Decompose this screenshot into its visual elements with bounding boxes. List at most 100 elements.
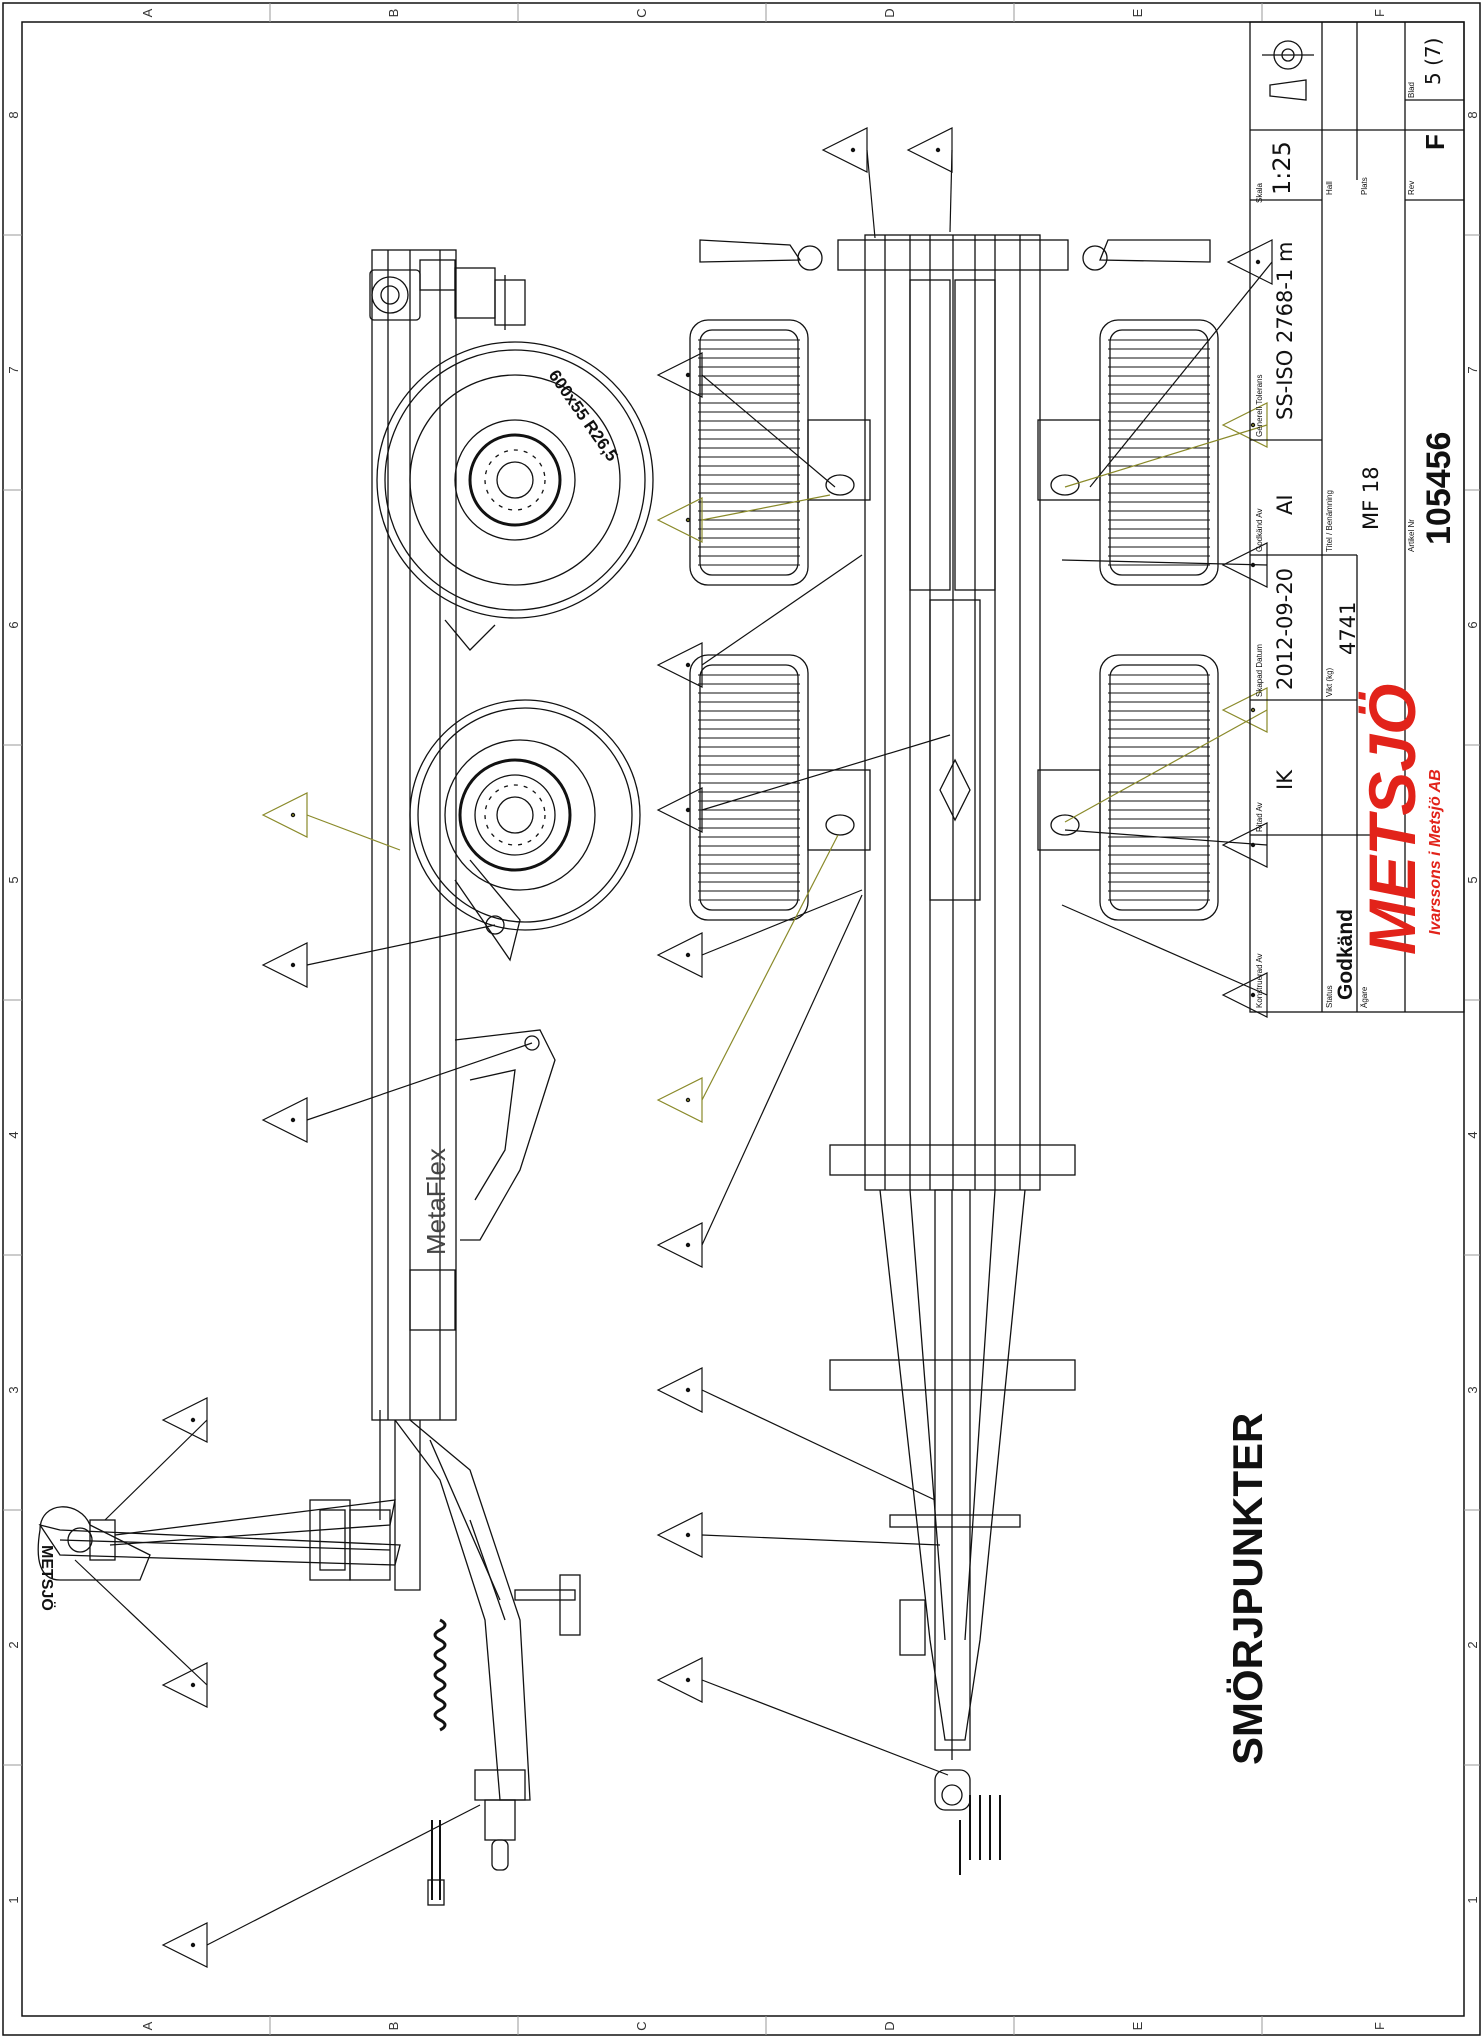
zone-number-right: 6 bbox=[1465, 621, 1480, 628]
callout-leader bbox=[306, 1042, 533, 1121]
zone-letter-top: E bbox=[1130, 8, 1145, 17]
zone-letter-top: C bbox=[634, 8, 649, 17]
crane-brand-label: METSJÖ bbox=[38, 1545, 57, 1611]
hall-label: Hall bbox=[1325, 181, 1334, 195]
agare-label: Ägare bbox=[1360, 986, 1369, 1008]
plats-label: Plats bbox=[1360, 177, 1369, 195]
callout-leader bbox=[206, 1804, 481, 1946]
callout-dot bbox=[685, 1387, 691, 1393]
callout-leader bbox=[1064, 424, 1268, 488]
callout-dot bbox=[685, 372, 691, 378]
zone-letter-bottom: E bbox=[1130, 2021, 1145, 2030]
zone-ticks bbox=[3, 3, 1480, 2035]
callout-dot bbox=[190, 1417, 196, 1423]
lubrication-point-triangle bbox=[1221, 972, 1268, 1018]
callout-dot bbox=[1250, 422, 1256, 428]
callout-dot bbox=[290, 962, 296, 968]
godkand-av-label: Godkänd Av bbox=[1255, 509, 1264, 552]
status-value: Godkänd bbox=[1334, 909, 1357, 1000]
zone-letter-top: D bbox=[882, 8, 897, 17]
callout-dot bbox=[1250, 562, 1256, 568]
callout-dot bbox=[935, 147, 941, 153]
zone-number-right: 3 bbox=[1465, 1386, 1480, 1393]
side-front-wheel bbox=[409, 699, 641, 931]
lubrication-point-triangle bbox=[1221, 822, 1268, 868]
side-rear-wheel bbox=[376, 341, 654, 619]
callout-dot bbox=[1250, 707, 1256, 713]
callout-dot bbox=[1250, 992, 1256, 998]
titel-value: MF 18 bbox=[1359, 466, 1383, 530]
lubrication-point-triangle bbox=[906, 127, 953, 173]
lubrication-point-triangle bbox=[161, 1397, 208, 1443]
lubrication-point-triangle bbox=[656, 352, 703, 398]
lubrication-point-triangle bbox=[656, 932, 703, 978]
callout-leader bbox=[701, 1389, 936, 1501]
rev-value: F bbox=[1420, 134, 1450, 150]
top-wheel-front-left bbox=[689, 654, 809, 921]
callout-leader bbox=[1061, 559, 1268, 566]
side-view bbox=[37, 249, 654, 1906]
scale-value: 1:25 bbox=[1268, 141, 1296, 195]
callout-dot bbox=[1255, 259, 1261, 265]
zone-number-left: 5 bbox=[6, 876, 21, 883]
lubrication-callouts bbox=[74, 127, 1273, 1968]
callout-dot bbox=[190, 1942, 196, 1948]
callout-dot bbox=[685, 517, 691, 523]
title-block bbox=[1249, 21, 1465, 1013]
lubrication-point-triangle bbox=[261, 942, 308, 988]
zone-number-left: 4 bbox=[6, 1131, 21, 1138]
artikel-label: Artikel Nr bbox=[1407, 519, 1416, 552]
status-label: Status bbox=[1325, 985, 1334, 1008]
skapad-value: 2012-09-20 bbox=[1273, 568, 1297, 690]
vikt-label: Vikt (kg) bbox=[1325, 667, 1334, 697]
callout-leader bbox=[701, 894, 863, 1246]
lubrication-point-triangle bbox=[1221, 402, 1268, 448]
callout-leader bbox=[1089, 261, 1273, 488]
lubrication-point-triangle bbox=[656, 642, 703, 688]
top-view bbox=[689, 234, 1219, 1875]
lubrication-point-triangle bbox=[1221, 542, 1268, 588]
zone-letter-top: F bbox=[1372, 9, 1387, 17]
lubrication-point-triangle bbox=[161, 1662, 208, 1708]
zone-number-right: 2 bbox=[1465, 1641, 1480, 1648]
lubrication-point-triangle bbox=[656, 787, 703, 833]
callout-leader bbox=[701, 554, 863, 666]
callout-dot bbox=[685, 807, 691, 813]
callout-dot bbox=[1250, 842, 1256, 848]
lubrication-point-triangle bbox=[1221, 687, 1268, 733]
first-angle-projection-icon bbox=[1262, 40, 1314, 101]
callout-dot bbox=[190, 1682, 196, 1688]
callout-dot bbox=[290, 1117, 296, 1123]
scale-label: Skala bbox=[1255, 182, 1264, 203]
lubrication-point-triangle bbox=[656, 1222, 703, 1268]
blad-label: Blad bbox=[1407, 82, 1416, 98]
callout-leader bbox=[701, 834, 839, 1101]
lubrication-point-triangle bbox=[656, 1657, 703, 1703]
blad-value: 5 (7) bbox=[1421, 38, 1445, 85]
titel-label: Titel / Benämning bbox=[1325, 490, 1334, 552]
callout-leader bbox=[1061, 904, 1268, 996]
callout-leader bbox=[701, 734, 951, 811]
side-crane bbox=[37, 1410, 421, 1591]
zone-number-right: 7 bbox=[1465, 366, 1480, 373]
callout-leader bbox=[306, 814, 401, 851]
zone-letter-top: B bbox=[386, 9, 401, 18]
callout-leader bbox=[701, 374, 836, 488]
callout-dot bbox=[290, 812, 296, 818]
tire-size-label: 600x55 R26,5 bbox=[545, 366, 622, 464]
vikt-value: 4741 bbox=[1336, 602, 1360, 655]
inner-border bbox=[21, 21, 1465, 2017]
lubrication-point-triangle bbox=[656, 1367, 703, 1413]
callout-leader bbox=[74, 1559, 208, 1686]
lubrication-point-triangle bbox=[656, 1077, 703, 1123]
zone-number-left: 6 bbox=[6, 621, 21, 628]
zone-number-left: 7 bbox=[6, 366, 21, 373]
callout-leader bbox=[1064, 829, 1268, 846]
callout-dot bbox=[685, 1677, 691, 1683]
zone-number-left: 2 bbox=[6, 1641, 21, 1648]
callout-leader bbox=[701, 889, 863, 956]
callout-leader bbox=[866, 149, 876, 239]
callout-dot bbox=[685, 1532, 691, 1538]
